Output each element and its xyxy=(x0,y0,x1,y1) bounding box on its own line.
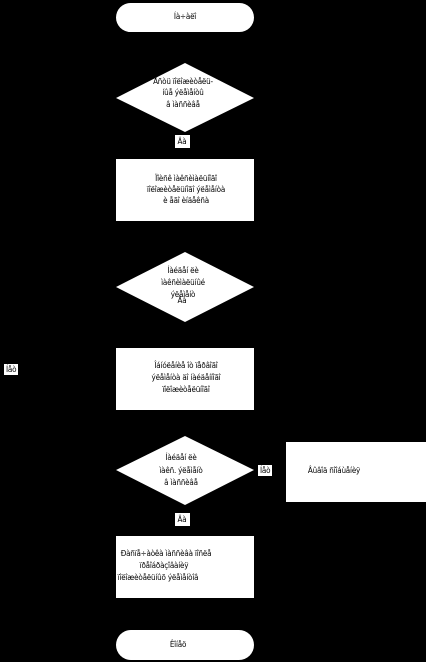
yes-label-1: Äà xyxy=(177,137,187,146)
decision-1-shape xyxy=(116,63,254,132)
no-tag-3: Íåò xyxy=(258,465,273,476)
decision-2-line-1: Íàéäåí ëè xyxy=(167,266,199,275)
decision-2-line-2: ìàêñèìàëüíûé xyxy=(161,278,205,287)
process-3-line-2: ïðåîáðàçîâàíèÿ xyxy=(139,561,189,570)
process-1-line-2: ïîëîæèòåëüíîãî ýëåìåíòà xyxy=(146,185,226,194)
process-2-line-2: ýëåìåíòà äî íàéäåííîãî xyxy=(151,373,221,382)
start-terminator xyxy=(116,3,254,32)
decision-3-line-1: Íàéäåí ëè xyxy=(165,453,197,462)
decision-3-line-2: ìàêñ. ýëåìåíò xyxy=(159,466,203,475)
decision-3-shape xyxy=(116,436,254,505)
yes-label-2: Äà xyxy=(177,296,187,305)
decision-1-line-3: â ìàññèâå xyxy=(166,100,200,109)
process-2-box xyxy=(116,348,254,410)
message-label: Âûâîä ñîîáùåíèÿ xyxy=(307,466,361,475)
decision-3-line-3: â ìàññèâå xyxy=(164,478,198,487)
decision-2-shape xyxy=(116,252,254,322)
decision-1-line-2: íûå ýëåìåíòû xyxy=(162,88,204,97)
process-3-line-3: ïîëîæèòåëüíûõ ýëåìåíòîâ xyxy=(117,573,199,582)
process-2-line-3: ïîëîæèòåëüíîãî xyxy=(162,385,210,394)
yes-tag-2-box xyxy=(175,294,190,307)
process-3-line-1: Ðàñïå÷àòêà ìàññèâà ïîñëå xyxy=(120,549,212,558)
decision-2-line-3: ýëåìåíò xyxy=(170,290,196,299)
side-no-tag: Íåò xyxy=(4,364,19,375)
end-terminator xyxy=(116,630,254,660)
message-box xyxy=(286,442,426,502)
process-1-box xyxy=(116,159,254,221)
process-3-box xyxy=(116,536,254,598)
decision-1-line-1: Åñòü ïîëîæèòåëü- xyxy=(153,77,213,86)
process-1-line-3: è åãî èíäåêñà xyxy=(163,196,209,205)
process-2-line-1: Îáíóëåíèå îò ïåðâîãî xyxy=(154,361,218,370)
end-label: Êîíåö xyxy=(169,640,187,649)
yes-label-3: Äà xyxy=(177,515,187,524)
yes-tag-3-box xyxy=(175,513,190,526)
start-label: Íà÷àëî xyxy=(173,12,197,21)
process-1-line-1: Ïîèñê ìàêñèìàëüíîãî xyxy=(155,174,217,183)
yes-tag-1-box xyxy=(175,135,190,148)
